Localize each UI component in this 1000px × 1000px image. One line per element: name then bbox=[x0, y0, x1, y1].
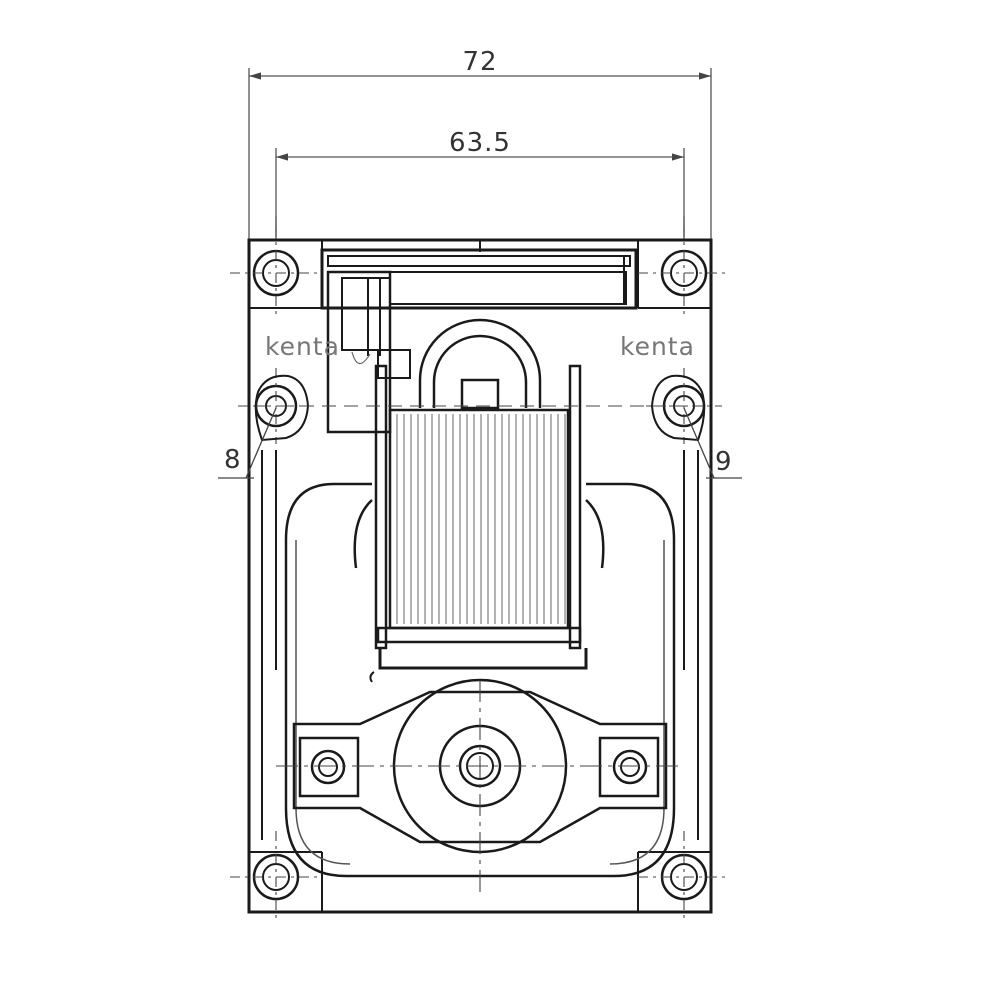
watermark-left: kenta bbox=[265, 332, 340, 361]
gearbox-plate bbox=[292, 690, 668, 844]
center-lines bbox=[256, 216, 704, 895]
mount-hole-top-left bbox=[230, 227, 322, 319]
mount-hole-mid-right-boss bbox=[650, 374, 706, 442]
watermark-right: kenta bbox=[620, 332, 695, 361]
leader-lines bbox=[218, 407, 742, 479]
gearbox-screw-left bbox=[310, 749, 346, 785]
hole-label-right: 9 bbox=[715, 447, 732, 477]
dimension-label-hole-spacing: 63.5 bbox=[449, 128, 511, 158]
connector-block bbox=[326, 270, 411, 434]
dimension-hole-spacing bbox=[275, 148, 685, 240]
coil-windings bbox=[396, 414, 566, 624]
mount-hole-mid-left-boss bbox=[254, 374, 310, 442]
gearbox-screw-right bbox=[612, 749, 648, 785]
dimension-overall-width bbox=[248, 68, 712, 240]
mount-hole-top-right bbox=[638, 227, 730, 319]
dimension-label-overall-width: 72 bbox=[462, 47, 497, 77]
mounting-holes bbox=[230, 227, 730, 923]
coil-bobbin bbox=[369, 364, 588, 683]
hole-label-left: 8 bbox=[224, 445, 241, 475]
mount-hole-bottom-right bbox=[638, 831, 730, 923]
yoke-bracket bbox=[418, 318, 542, 410]
housing-plate bbox=[247, 238, 713, 914]
mount-hole-bottom-left bbox=[230, 831, 322, 923]
